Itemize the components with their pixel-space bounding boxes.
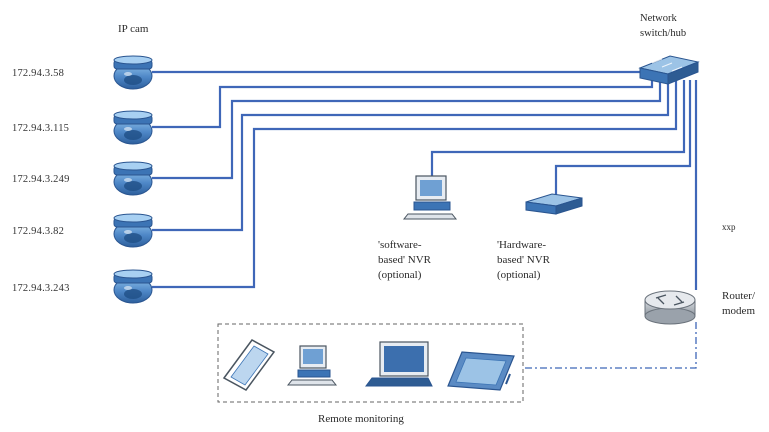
nvr-box-icon: [525, 193, 583, 215]
camera-ip-label: 172.94.3.249: [12, 174, 70, 185]
remote-link: [522, 322, 697, 369]
software-nvr-label: 'software- based' NVR (optional): [378, 239, 432, 281]
camera-ip-label: 172.94.3.82: [12, 226, 65, 237]
desktop-computer-icon: [286, 345, 338, 386]
network-switch-icon: [638, 55, 700, 85]
switch-label: Network switch/hub: [640, 13, 687, 39]
graphics-tablet-icon: [447, 351, 515, 391]
dome-camera-icon: [113, 55, 153, 90]
camera-ip-label: 172.94.3.243: [12, 283, 70, 294]
dome-camera-icon: [113, 213, 153, 248]
router-label: Router/ modem: [722, 290, 755, 317]
cable-cam-3: [152, 80, 662, 180]
cable-cam-5: [152, 80, 678, 289]
remote-monitoring-box: [217, 323, 524, 403]
laptop-icon: [365, 341, 433, 387]
tablet-icon: [222, 339, 276, 391]
cable-software-nvr: [430, 80, 686, 178]
remote-monitoring-label: Remote monitoring: [318, 413, 404, 425]
dome-camera-icon: [113, 269, 153, 304]
hardware-nvr-label: 'Hardware- based' NVR (optional): [497, 239, 551, 281]
cable-hardware-nvr: [554, 80, 692, 196]
camera-ip-label: 172.94.3.58: [12, 68, 65, 79]
dome-camera-icon: [113, 161, 153, 196]
desktop-computer-icon: [402, 175, 458, 220]
camera-cables: [152, 70, 678, 289]
side-mark: xxp: [722, 222, 736, 232]
cable-cam-4: [152, 80, 670, 232]
router-icon: [644, 290, 696, 325]
cable-cam-2: [152, 80, 654, 129]
camera-ip-label: 172.94.3.115: [12, 123, 70, 134]
ip-cam-label: IP cam: [118, 23, 149, 35]
dome-camera-icon: [113, 110, 153, 145]
